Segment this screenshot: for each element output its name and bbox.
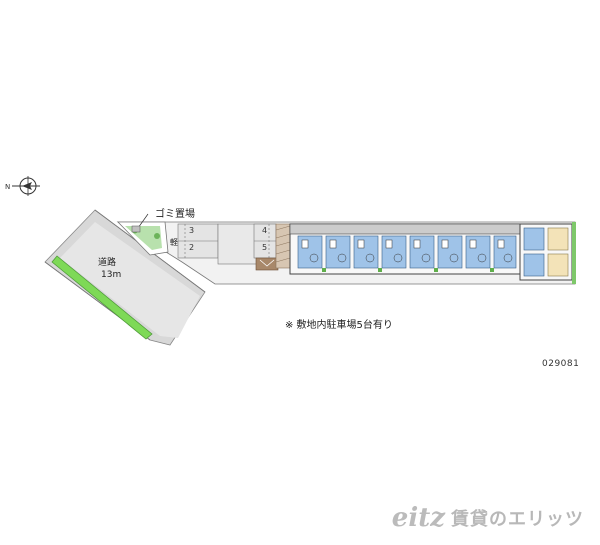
property-code: 029081 [542, 359, 580, 369]
entrance-mark [255, 257, 279, 271]
garbage-bin-icon [131, 225, 141, 233]
north-arrow-icon [12, 176, 40, 196]
road [44, 209, 206, 346]
parking-space-4: 4 [262, 226, 268, 235]
corridor [289, 223, 521, 235]
brand-logo: eitz 賃貸のエリッツ [392, 505, 584, 531]
kei-car-label: 軽 [170, 238, 178, 247]
mail-icon [259, 259, 275, 267]
tree-icon [154, 233, 160, 239]
road-width: 13m [101, 270, 122, 280]
compass-letter: N [5, 183, 10, 191]
garbage-area-label: ゴミ置場 [155, 209, 195, 220]
brand-text: 賃貸のエリッツ [451, 509, 584, 530]
parking-space-5: 5 [262, 243, 268, 252]
parking-note: ※ 敷地内駐車場5台有り [285, 320, 393, 331]
road-green-strip [51, 255, 153, 340]
parking-space-3: 3 [189, 226, 195, 235]
road-label: 道路 [98, 258, 117, 268]
parking-space-2: 2 [189, 243, 195, 252]
brand-mark: eitz [391, 503, 445, 533]
garbage-leader-line [137, 213, 149, 229]
boundary-hedge [572, 222, 576, 284]
